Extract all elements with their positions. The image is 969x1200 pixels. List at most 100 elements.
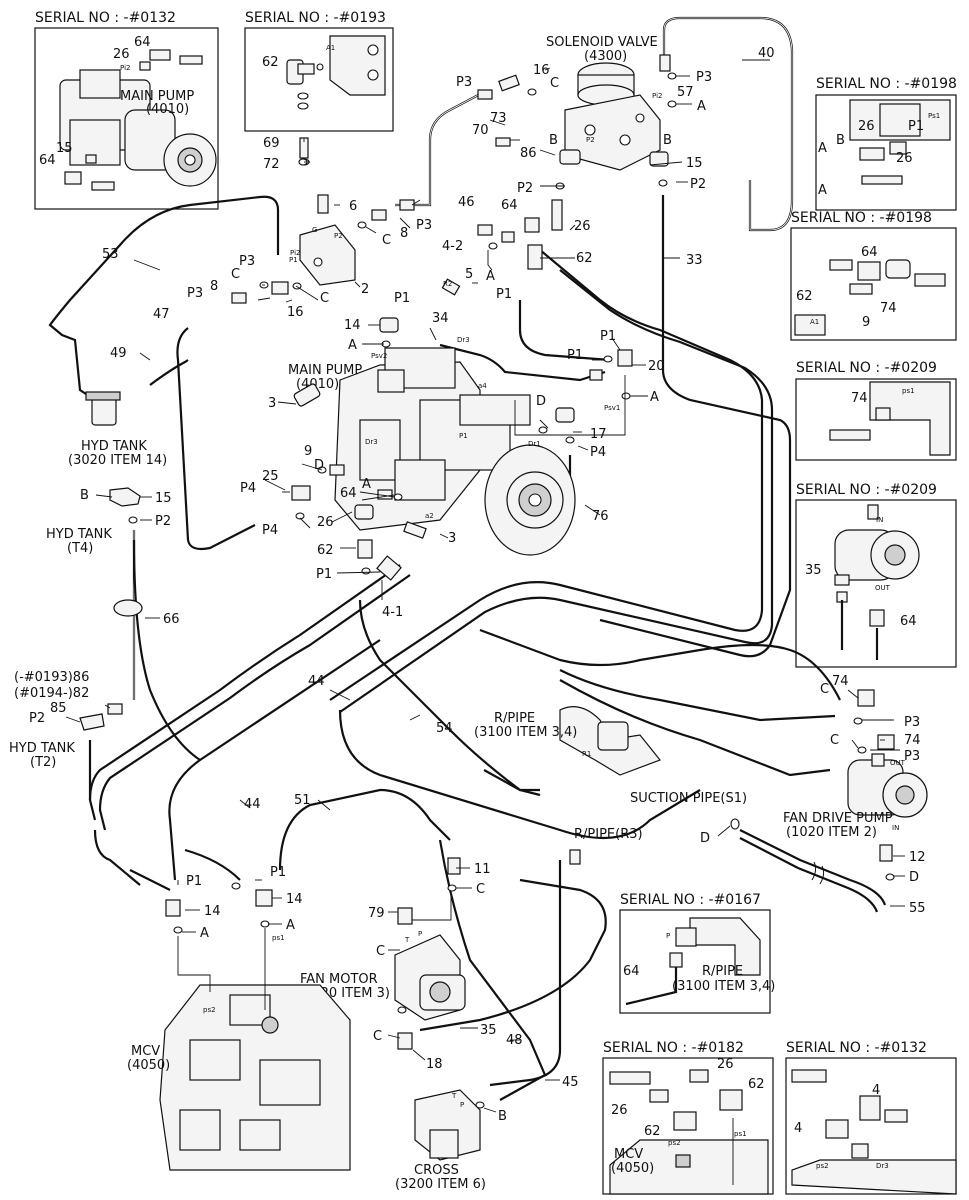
component-name: SUCTION PIPE(S1)	[630, 791, 747, 806]
callout: C	[373, 1029, 382, 1044]
callout: 26	[317, 515, 334, 530]
callout: 4	[872, 1083, 880, 1098]
callout: B	[549, 133, 558, 148]
port-mark: a2	[425, 512, 434, 520]
callout: A	[818, 183, 827, 198]
callout: 25	[262, 469, 279, 484]
component-name: MAIN PUMP	[120, 89, 194, 104]
port-mark: a4	[478, 382, 487, 390]
port-mark: T	[404, 936, 410, 944]
callout: 74	[851, 391, 868, 406]
port-mark: Ps1	[928, 112, 940, 120]
callout: 26	[611, 1103, 628, 1118]
component-name: R/PIPE(R3)	[574, 827, 643, 842]
component-name: HYD TANK	[46, 527, 112, 542]
inset-serial-0209-b: SERIAL NO : -#0209 IN OUT 35 64	[795, 482, 957, 668]
callout: 74	[880, 301, 897, 316]
callout: 46	[458, 195, 475, 210]
callout: P1	[600, 329, 616, 344]
callout: 33	[686, 253, 703, 268]
callout: 26	[113, 47, 130, 62]
callout: 62	[644, 1124, 661, 1139]
callout: D	[314, 458, 324, 473]
component-name: R/PIPE	[702, 964, 743, 979]
callout: 62	[262, 55, 279, 70]
port-mark: IN	[892, 824, 899, 832]
callout: 40	[758, 46, 775, 61]
callout: 62	[748, 1077, 765, 1092]
main-pump: Psv2 Psv1 Dr3 Dr1 a4 a2 P1 MAIN PUMP (40…	[288, 347, 620, 556]
serial-label: SERIAL NO : -#0132	[35, 10, 176, 26]
callout: A	[486, 269, 495, 284]
component-code: (1020 ITEM 2)	[786, 825, 877, 840]
hyd-tank-t2: HYD TANK (T2) (-#0193)86 (#0194-)82	[9, 670, 105, 770]
port-mark: ps1	[272, 934, 285, 942]
callout: 26	[717, 1057, 734, 1072]
serial-note: (#0194-)82	[14, 686, 89, 701]
callout: 34	[432, 311, 449, 326]
callout: 64	[134, 35, 151, 50]
callout: 26	[858, 119, 875, 134]
callout: A	[348, 338, 357, 353]
callout: 72	[263, 157, 280, 172]
r-pipe: R1 R/PIPE (3100 ITEM 3,4)	[474, 706, 661, 776]
component-name: SOLENOID VALVE	[546, 35, 658, 50]
callout: P3	[239, 254, 255, 269]
component-name: MCV	[131, 1044, 160, 1059]
callout: B	[498, 1109, 507, 1124]
port-mark: Dr3	[876, 1162, 889, 1170]
callout: 64	[501, 198, 518, 213]
callout: 16	[287, 305, 304, 320]
pipe-network	[48, 16, 887, 1101]
serial-label: SERIAL NO : -#0198	[791, 210, 932, 226]
callout: 70	[472, 123, 489, 138]
callout: 64	[900, 614, 917, 629]
component-code: (3020 ITEM 14)	[68, 453, 167, 468]
callout: 5	[465, 267, 473, 282]
port-mark: ps2	[668, 1139, 681, 1147]
port-mark: ps1	[734, 1130, 747, 1138]
port-mark: P1	[289, 256, 298, 264]
callout: 48	[506, 1033, 523, 1048]
callout: 64	[861, 245, 878, 260]
inset-serial-0132-top: SERIAL NO : -#0132 Pi2 64 26 15 64 MAIN …	[34, 10, 219, 210]
callout: P4	[590, 445, 606, 460]
callout: 18	[426, 1057, 443, 1072]
callout: P4	[262, 523, 278, 538]
callout: 15	[155, 491, 172, 506]
callout: 9	[304, 444, 312, 459]
callout: A	[818, 141, 827, 156]
component-code: (4050)	[611, 1161, 654, 1176]
callout: 62	[796, 289, 813, 304]
extra-port-marks: R2 Dr3 Pi2	[290, 249, 470, 344]
callout: 73	[490, 111, 507, 126]
callout: P2	[517, 181, 533, 196]
callout-labels: 40 16 C P3 P3 57 A 73 70 B B 86 15 P2 P2…	[29, 46, 926, 1124]
callout: P3	[416, 218, 432, 233]
callout: 49	[110, 346, 127, 361]
solenoid-valve: P2 Pi2 SOLENOID VALVE (4300)	[546, 35, 662, 171]
callout: 74	[904, 733, 921, 748]
callout: 62	[317, 543, 334, 558]
serial-label: SERIAL NO : -#0182	[603, 1040, 744, 1056]
serial-label: SERIAL NO : -#0167	[620, 892, 761, 908]
component-code: (4010)	[146, 102, 189, 117]
callout: A	[286, 918, 295, 933]
serial-label: SERIAL NO : -#0198	[816, 76, 957, 92]
callout: 64	[39, 153, 56, 168]
callout: 47	[153, 307, 170, 322]
callout: 86	[520, 146, 537, 161]
callout: 79	[368, 906, 385, 921]
port-mark: Pi2	[120, 64, 130, 72]
break-mark	[811, 861, 825, 885]
callout: 8	[210, 279, 218, 294]
inset-serial-0182: SERIAL NO : -#0182 ps2 ps1 26 26 62 62 M…	[602, 1040, 774, 1195]
component-name: R/PIPE	[494, 711, 535, 726]
callout: 45	[562, 1075, 579, 1090]
callout: 14	[204, 904, 221, 919]
callout: C	[550, 76, 559, 91]
port-mark: Pi2	[652, 92, 662, 100]
component-name: MAIN PUMP	[288, 363, 362, 378]
callout: 35	[480, 1023, 497, 1038]
callout: 3	[448, 531, 456, 546]
